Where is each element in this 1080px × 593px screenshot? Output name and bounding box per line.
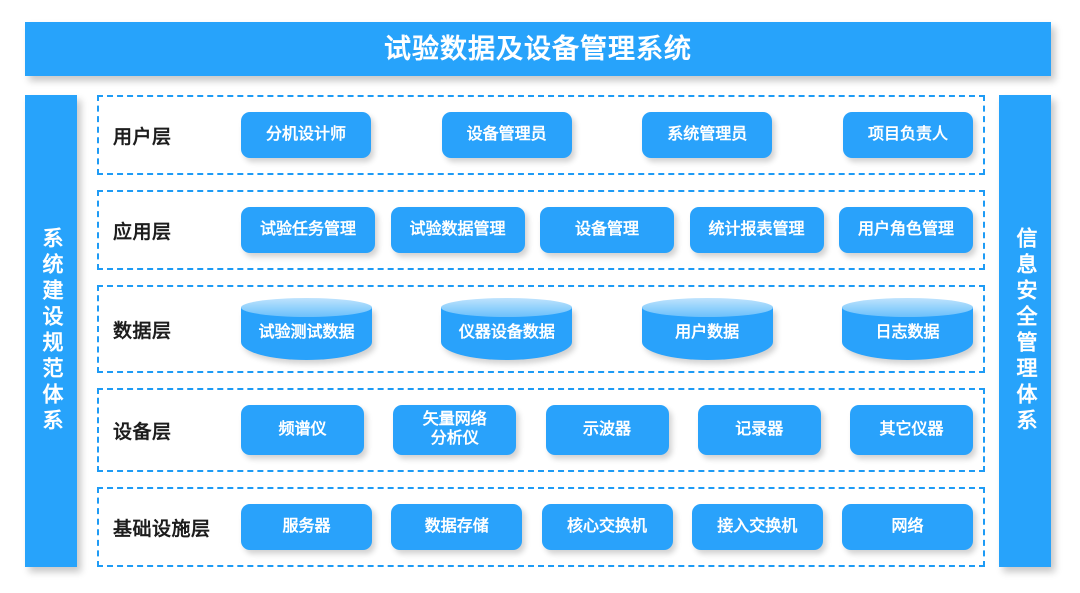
cylinder-top-icon (441, 298, 573, 317)
node-app-0[interactable]: 试验任务管理 (241, 207, 375, 253)
layer-row-data: 数据层 试验测试数据 仪器设备数据 用户数据 (97, 285, 985, 373)
node-user-0[interactable]: 分机设计师 (241, 112, 371, 158)
layer-items-data: 试验测试数据 仪器设备数据 用户数据 日志数据 (241, 287, 973, 371)
system-title-banner: 试验数据及设备管理系统 (25, 22, 1051, 76)
node-app-3[interactable]: 统计报表管理 (689, 207, 824, 253)
layer-stack: 用户层 分机设计师 设备管理员 系统管理员 项目负责人 应用层 试验任务管理 试… (97, 95, 985, 567)
node-data-2: 用户数据 (675, 324, 740, 342)
right-side-panel-label: 信息安全管理体系 (1014, 227, 1038, 435)
database-cylinder-0[interactable]: 试验测试数据 (241, 298, 372, 360)
node-user-3[interactable]: 项目负责人 (842, 112, 973, 158)
node-device-2[interactable]: 示波器 (545, 405, 669, 455)
node-app-1[interactable]: 试验数据管理 (390, 207, 525, 253)
layer-label-application: 应用层 (113, 221, 172, 243)
node-data-0: 试验测试数据 (258, 324, 355, 342)
node-device-1[interactable]: 矢量网络分析仪 (393, 405, 517, 455)
page-title: 试验数据及设备管理系统 (384, 33, 692, 64)
right-side-panel-information-security: 信息安全管理体系 (999, 95, 1051, 567)
database-cylinder-1[interactable]: 仪器设备数据 (441, 298, 573, 360)
layer-label-infrastructure: 基础设施层 (113, 518, 211, 540)
node-device-0[interactable]: 频谱仪 (241, 405, 364, 455)
left-side-panel-system-standards: 系统建设规范体系 (25, 95, 77, 567)
cylinder-top-icon (641, 298, 773, 317)
left-side-panel-label: 系统建设规范体系 (40, 227, 64, 435)
database-cylinder-2[interactable]: 用户数据 (641, 298, 773, 360)
node-infra-2[interactable]: 核心交换机 (541, 504, 673, 550)
node-infra-0[interactable]: 服务器 (241, 504, 372, 550)
node-user-1[interactable]: 设备管理员 (441, 112, 572, 158)
node-app-2[interactable]: 设备管理 (540, 207, 674, 253)
layer-items-infrastructure: 服务器 数据存储 核心交换机 接入交换机 网络 (241, 489, 973, 565)
layer-items-device: 频谱仪 矢量网络分析仪 示波器 记录器 其它仪器 (241, 390, 973, 470)
cylinder-top-icon (241, 298, 372, 317)
node-data-1: 仪器设备数据 (458, 324, 555, 342)
node-infra-4[interactable]: 网络 (842, 504, 973, 550)
layer-row-user: 用户层 分机设计师 设备管理员 系统管理员 项目负责人 (97, 95, 985, 175)
node-user-2[interactable]: 系统管理员 (642, 112, 773, 158)
layer-items-application: 试验任务管理 试验数据管理 设备管理 统计报表管理 用户角色管理 (241, 192, 973, 268)
node-device-3[interactable]: 记录器 (697, 405, 821, 455)
node-app-4[interactable]: 用户角色管理 (839, 207, 973, 253)
node-device-4[interactable]: 其它仪器 (850, 405, 973, 455)
layer-row-device: 设备层 频谱仪 矢量网络分析仪 示波器 记录器 其它仪器 (97, 388, 985, 472)
layer-label-user: 用户层 (113, 126, 172, 148)
layer-row-infrastructure: 基础设施层 服务器 数据存储 核心交换机 接入交换机 网络 (97, 487, 985, 567)
layer-label-data: 数据层 (113, 320, 172, 342)
node-data-3: 日志数据 (875, 324, 940, 342)
layer-row-application: 应用层 试验任务管理 试验数据管理 设备管理 统计报表管理 用户角色管理 (97, 190, 985, 270)
database-cylinder-3[interactable]: 日志数据 (841, 298, 973, 360)
layer-label-device: 设备层 (113, 421, 172, 443)
node-infra-3[interactable]: 接入交换机 (691, 504, 823, 550)
node-infra-1[interactable]: 数据存储 (391, 504, 523, 550)
layer-items-user: 分机设计师 设备管理员 系统管理员 项目负责人 (241, 97, 973, 173)
cylinder-top-icon (841, 298, 973, 317)
